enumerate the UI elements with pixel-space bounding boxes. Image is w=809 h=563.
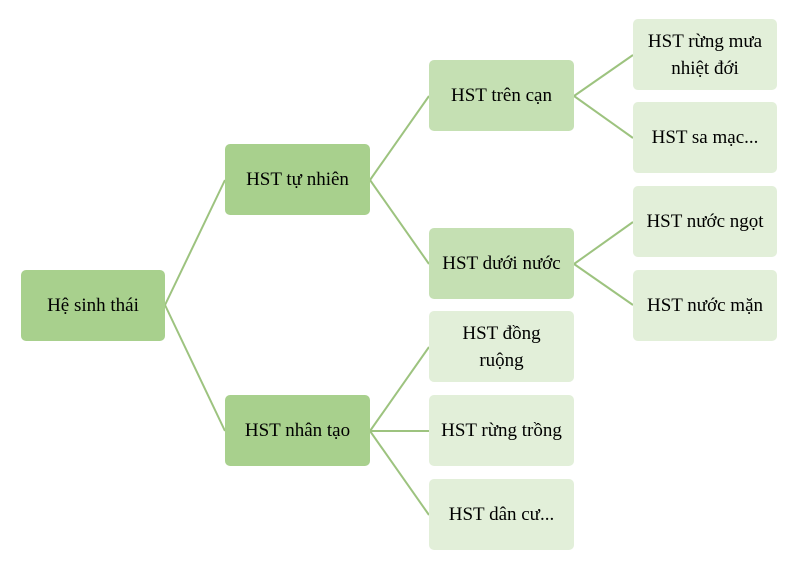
node-land: HST trên cạn (429, 60, 574, 131)
link-natural-land (369, 95, 430, 181)
node-planted-forest: HST rừng trồng (429, 395, 574, 466)
node-field: HST đồng ruộng (429, 311, 574, 382)
node-rainforest-label: HST rừng mưa nhiệt đới (647, 30, 763, 79)
node-field-label: HST đồng ruộng (462, 322, 541, 371)
node-fresh-water: HST nước ngọt (633, 186, 777, 257)
node-residential: HST dân cư... (429, 479, 574, 550)
node-water-label: HST dưới nước (442, 253, 561, 274)
node-root: Hệ sinh thái (21, 270, 165, 341)
link-land-desert (573, 95, 634, 139)
node-natural: HST tự nhiên (225, 144, 370, 215)
node-salt-water-label: HST nước mặn (646, 295, 764, 316)
link-water-fresh (573, 221, 634, 265)
link-land-rainforest (573, 54, 634, 97)
node-natural-label: HST tự nhiên (246, 169, 349, 190)
link-root-natural (164, 179, 226, 306)
node-root-label: Hệ sinh thái (47, 295, 139, 316)
node-salt-water: HST nước mặn (633, 270, 777, 341)
link-artificial-residential (369, 430, 430, 516)
link-root-artificial (164, 304, 226, 432)
node-artificial: HST nhân tạo (225, 395, 370, 466)
link-natural-water (369, 179, 430, 265)
node-fresh-water-label: HST nước ngọt (646, 211, 764, 232)
node-desert: HST sa mạc... (633, 102, 777, 173)
node-rainforest: HST rừng mưa nhiệt đới (633, 19, 777, 90)
link-artificial-field (369, 346, 430, 432)
node-artificial-label: HST nhân tạo (244, 420, 351, 441)
node-planted-forest-label: HST rừng trồng (441, 420, 562, 441)
node-desert-label: HST sa mạc... (651, 127, 759, 148)
link-water-salt (573, 263, 634, 306)
node-water: HST dưới nước (429, 228, 574, 299)
node-land-label: HST trên cạn (451, 85, 552, 106)
node-residential-label: HST dân cư... (448, 504, 555, 525)
